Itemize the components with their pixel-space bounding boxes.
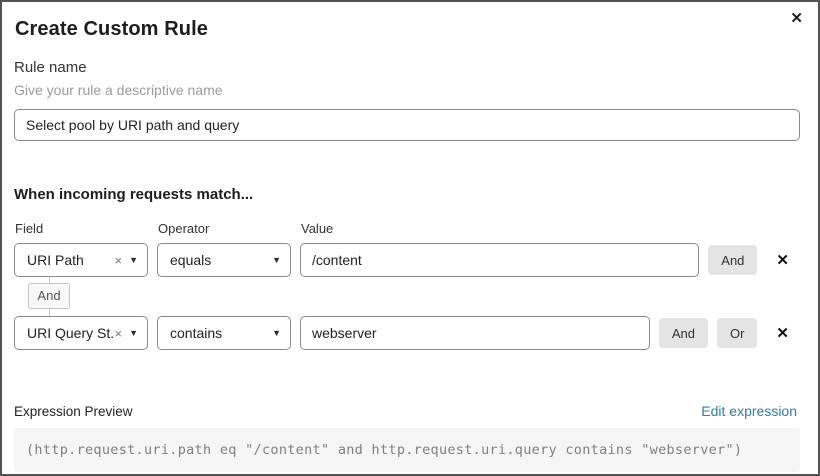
or-button-row2[interactable]: Or [716, 318, 758, 349]
field-select-row2[interactable]: URI Query St... × ▼ [14, 316, 148, 351]
expression-code-block: (http.request.uri.path eq "/content" and… [14, 428, 800, 473]
page-title: Create Custom Rule [15, 18, 208, 40]
rule-name-label: Rule name [14, 59, 87, 76]
connector-line-bottom [48, 309, 50, 317]
and-connector-badge: And [28, 283, 70, 310]
remove-row1-icon[interactable]: ✕ [776, 251, 789, 269]
match-row-1: URI Path × ▼ equals ▼ And ✕ [14, 243, 797, 277]
field-select-row1[interactable]: URI Path × ▼ [14, 243, 148, 277]
and-button-row1[interactable]: And [708, 245, 758, 275]
close-icon[interactable]: ✕ [790, 10, 803, 27]
field-select-row2-value: URI Query St... [27, 325, 115, 342]
value-input-row1[interactable] [300, 243, 700, 277]
chevron-down-icon: ▼ [272, 254, 281, 265]
field-column-label: Field [15, 221, 44, 236]
value-column-label: Value [301, 221, 334, 236]
chevron-down-icon: ▼ [129, 254, 138, 265]
remove-row2-icon[interactable]: ✕ [776, 324, 789, 342]
connector-line-top [48, 277, 50, 283]
expression-preview-label: Expression Preview [14, 404, 133, 420]
expression-preview-header: Expression Preview Edit expression [14, 403, 797, 419]
and-button-row2[interactable]: And [658, 318, 708, 349]
rule-name-input[interactable] [14, 109, 800, 141]
operator-select-row2[interactable]: contains ▼ [157, 316, 291, 351]
match-section-heading: When incoming requests match... [14, 186, 254, 203]
value-input-row2[interactable] [300, 316, 650, 351]
chevron-down-icon: ▼ [272, 327, 281, 338]
field-select-row1-value: URI Path [27, 252, 84, 268]
operator-column-label: Operator [158, 221, 210, 236]
operator-select-row2-value: contains [170, 325, 223, 342]
operator-select-row1-value: equals [170, 252, 212, 268]
match-row-2: URI Query St... × ▼ contains ▼ And Or ✕ [14, 316, 797, 351]
edit-expression-link[interactable]: Edit expression [701, 403, 797, 420]
column-labels: Field Operator Value [14, 221, 797, 236]
operator-select-row1[interactable]: equals ▼ [157, 243, 291, 277]
row-connector: And [14, 277, 84, 317]
expression-code: (http.request.uri.path eq "/content" and… [26, 442, 743, 459]
rule-name-hint: Give your rule a descriptive name [14, 82, 223, 98]
chevron-down-icon: ▼ [129, 327, 138, 338]
clear-icon[interactable]: × [114, 325, 123, 341]
clear-icon[interactable]: × [114, 252, 123, 268]
